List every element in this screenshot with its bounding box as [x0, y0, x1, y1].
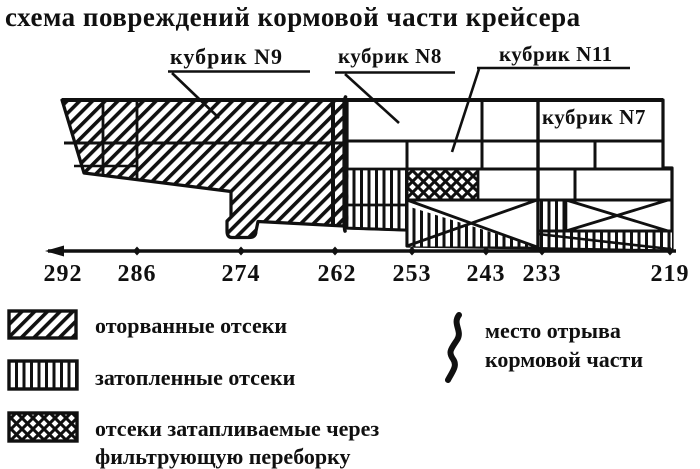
frame-number-label: 243 [467, 261, 506, 287]
legend-label-filter-flooded-line1: отсеки затапливаемые через [95, 416, 379, 441]
remaining-section-structure-lines [347, 100, 672, 250]
label-kubrik-n7: кубрик N7 [542, 105, 646, 129]
frame-number-label: 253 [393, 261, 432, 287]
compartment-callouts: кубрик N9 кубрик N8 кубрик N11 кубрик N7 [168, 42, 646, 153]
torn-off-section-outline [60, 98, 346, 240]
diagram-title: схема повреждений кормовой части крейсер… [5, 2, 581, 32]
legend-label-flooded: затопленные отсеки [95, 365, 296, 390]
frame-number-label: 219 [651, 261, 690, 287]
frame-number-label: 274 [222, 261, 261, 287]
frame-number-label: 262 [318, 261, 357, 287]
torn-off-section-bulkhead-lines [64, 100, 344, 226]
legend-swatch-filter-flooded [7, 411, 79, 443]
axis-ticks [133, 246, 674, 256]
label-n8-leader [344, 73, 400, 124]
legend-label-torn-off: оторванные отсеки [95, 313, 287, 338]
flooded-compartment-262-253 [345, 167, 409, 232]
stern-break-wavy-line [342, 95, 349, 233]
frame-axis: 292 286 274 262 253 243 233 219 [44, 245, 690, 287]
cross-diagonals-253-233 [406, 198, 538, 249]
frame-number-label: 233 [523, 261, 562, 287]
legend-swatch-torn-off [7, 309, 78, 340]
legend-label-break-line1: место отрыва [485, 318, 621, 343]
hull-torn-off-stern-section [60, 98, 346, 240]
legend-label-break-line2: кормовой части [485, 347, 643, 372]
filter-flooded-compartment [405, 167, 480, 202]
label-n11-leader [450, 68, 481, 153]
bottom-strip-diagonal [537, 232, 671, 251]
legend-label-filter-flooded-line2: фильтрующую переборку [95, 444, 351, 469]
legend: оторванные отсеки затопленные отсеки отс… [7, 309, 643, 469]
axis-left-arrowhead [45, 245, 64, 257]
cross-diagonals-233-219 [565, 198, 669, 233]
frame-number-label: 286 [118, 261, 157, 287]
label-kubrik-n9: кубрик N9 [170, 44, 283, 69]
flooded-block-233 [536, 198, 568, 233]
legend-swatch-flooded [7, 359, 79, 391]
frame-number-label: 292 [44, 261, 83, 287]
label-kubrik-n8: кубрик N8 [338, 44, 442, 68]
frame-number-labels: 292 286 274 262 253 243 233 219 [44, 261, 690, 287]
legend-wavy-break-symbol [445, 312, 462, 383]
label-kubrik-n11: кубрик N11 [499, 42, 613, 66]
label-n9-leader [171, 72, 220, 119]
